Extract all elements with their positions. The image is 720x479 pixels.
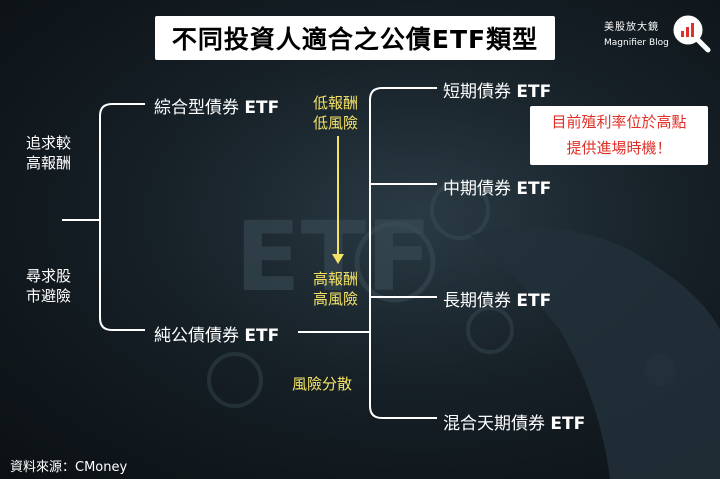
source-note: 資料來源：CMoney	[10, 460, 128, 475]
background-circle	[466, 306, 514, 354]
background-circle	[207, 352, 263, 408]
label-high-risk-line2: 高風險	[313, 290, 359, 308]
node-short-term-bond-etf: 短期債券 ETF	[443, 82, 552, 102]
right-bracket	[369, 87, 437, 419]
label-low-risk-line2: 低風險	[313, 114, 359, 132]
logo-brand-en: Magnifier Blog	[604, 38, 669, 48]
label-higher-return-line2: 高報酬	[26, 154, 72, 172]
label-higher-return-line1: 追求較	[26, 134, 72, 152]
background-etf-watermark: ETF	[235, 201, 432, 313]
node-long-term-bond-etf: 長期債券 ETF	[443, 291, 552, 311]
brand-logo: 美股放大鏡 Magnifier Blog	[604, 12, 716, 56]
logo-brand-cn: 美股放大鏡	[604, 22, 659, 33]
label-high-risk: 高報酬 高風險	[313, 269, 358, 309]
yield-callout: 目前殖利率位於高點 提供進場時機！	[530, 106, 708, 165]
magnifier-icon	[673, 15, 711, 53]
background-circle	[354, 221, 436, 303]
node-pure-treasury-etf: 純公債債券 ETF	[154, 326, 280, 346]
label-hedge-line1: 尋求股	[26, 267, 72, 285]
label-low-risk-line1: 低報酬	[313, 94, 359, 112]
node-mixed-term-bond-etf: 混合天期債券 ETF	[443, 414, 586, 434]
label-diversify: 風險分散	[292, 375, 353, 393]
background-circle	[430, 180, 490, 240]
node-composite-bond-etf: 綜合型債券 ETF	[154, 98, 280, 118]
title-banner: 不同投資人適合之公債ETF類型	[155, 16, 555, 60]
page-title: 不同投資人適合之公債ETF類型	[171, 25, 539, 54]
callout-line2: 提供進場時機！	[566, 139, 672, 157]
label-low-risk: 低報酬 低風險	[313, 93, 358, 133]
label-hedge: 尋求股 市避險	[26, 266, 71, 306]
background-hand	[470, 227, 720, 479]
label-high-risk-line1: 高報酬	[313, 270, 359, 288]
left-bracket	[99, 103, 145, 331]
callout-line1: 目前殖利率位於高點	[551, 113, 687, 131]
label-higher-return: 追求較 高報酬	[26, 133, 71, 173]
risk-arrowhead	[332, 254, 344, 264]
node-medium-term-bond-etf: 中期債券 ETF	[443, 179, 552, 199]
label-hedge-line2: 市避險	[26, 287, 72, 305]
